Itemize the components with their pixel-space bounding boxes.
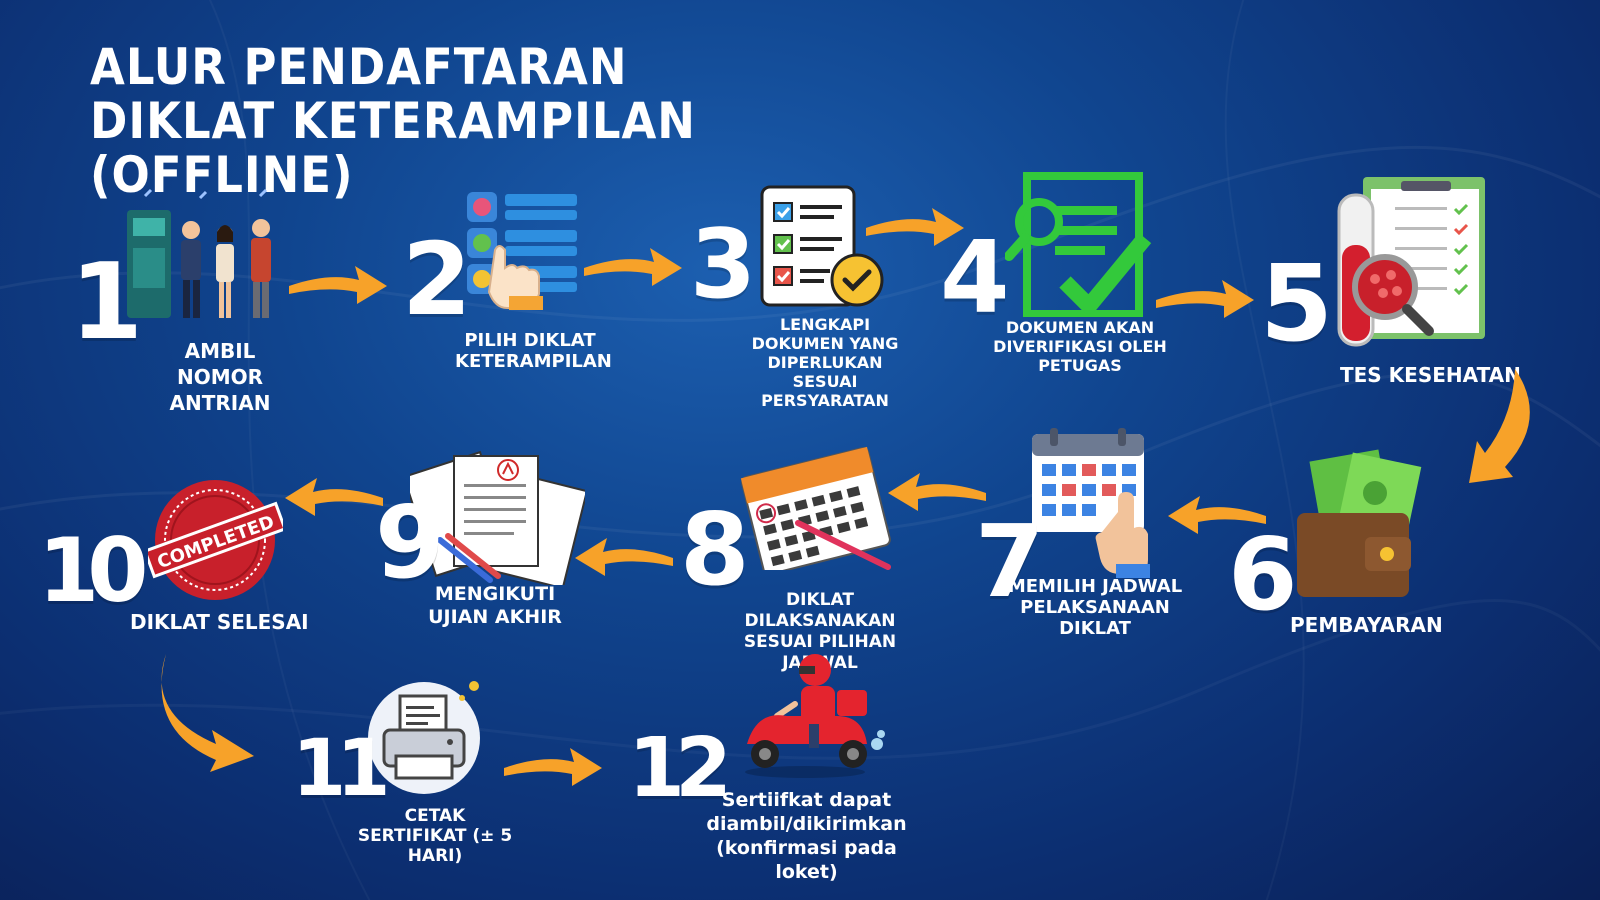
calendar-pen-icon (740, 446, 891, 570)
step-label: PEMBAYARAN (1290, 613, 1443, 637)
step-label: LENGKAPI DOKUMEN YANG DIPERLUKAN SESUAI … (751, 315, 899, 410)
completed-stamp-icon: COMPLETED (148, 480, 283, 600)
arrow-right-icon (1156, 280, 1254, 318)
exam-papers-icon (410, 450, 585, 585)
arrow-curve-down-right-icon (161, 654, 254, 772)
step-number: 11 (292, 724, 390, 814)
queue-people-icon (127, 188, 271, 318)
arrow-right-icon (289, 266, 387, 304)
arrow-left-icon (285, 478, 383, 516)
step-number: 3 (690, 210, 756, 320)
step-label: MEMILIH JADWAL PELAKSANAAN DIKLAT (1007, 576, 1183, 639)
arrow-left-icon (1168, 496, 1266, 534)
checklist-document-icon (760, 185, 884, 307)
step-number: 4 (940, 219, 1010, 336)
arrow-right-icon (584, 248, 682, 286)
step-number: 10 (38, 519, 149, 622)
step-label: CETAK SERTIFIKAT (± 5 HARI) (357, 806, 513, 866)
step-label: Sertiifkat dapat diambil/dikirimkan (kon… (706, 789, 907, 883)
step-number: 8 (680, 491, 750, 608)
step-number: 5 (1260, 243, 1333, 365)
select-list-hand-icon (467, 192, 577, 310)
step-number: 12 (628, 721, 732, 816)
step-number: 2 (402, 221, 472, 338)
step-label: MENGIKUTI UJIAN AKHIR (428, 583, 562, 628)
step-number: 1 (70, 241, 143, 363)
arrow-left-icon (888, 473, 986, 511)
wallet-money-icon (1297, 449, 1422, 597)
step-label: DIKLAT SELESAI (130, 610, 309, 634)
arrow-curve-down-icon (1469, 369, 1530, 483)
document-verify-icon (1005, 172, 1152, 317)
arrow-right-icon (504, 748, 602, 786)
printer-icon (368, 681, 480, 794)
blood-test-icon (1337, 177, 1485, 347)
step-label: DIKLAT DILAKSANAKAN SESUAI PILIHAN JADWA… (743, 590, 897, 673)
arrow-right-icon (866, 208, 964, 246)
step-number: 6 (1228, 516, 1298, 633)
step-label: DOKUMEN AKAN DIVERIFIKASI OLEH PETUGAS (993, 318, 1167, 375)
calendar-icon (1032, 428, 1150, 578)
page-title: ALUR PENDAFTARAN DIKLAT KETERAMPILAN (OF… (90, 38, 696, 204)
step-number: 9 (375, 484, 445, 601)
step-label: TES KESEHATAN (1340, 363, 1521, 387)
step-number: 7 (975, 503, 1045, 620)
step-label: AMBIL NOMOR ANTRIAN (169, 339, 271, 415)
arrow-left-icon (575, 538, 673, 576)
delivery-scooter-icon (745, 654, 885, 778)
step-label: PILIH DIKLAT KETERAMPILAN (455, 330, 612, 372)
